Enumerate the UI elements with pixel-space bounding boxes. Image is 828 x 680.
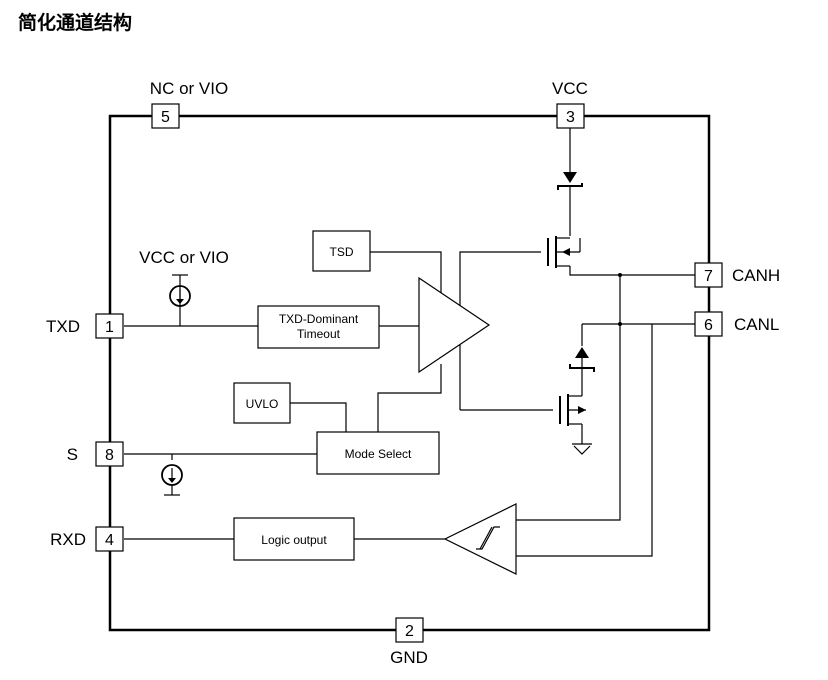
canl-diode-icon <box>569 347 595 372</box>
page-title: 简化通道结构 <box>18 12 133 34</box>
txd-timeout-label-2: Timeout <box>297 327 341 341</box>
hysteresis-icon <box>476 526 500 550</box>
pin-1-box <box>95 313 124 339</box>
pin-3-number: 3 <box>566 109 575 126</box>
mode-select-block <box>316 431 440 475</box>
pin-8-label: S <box>67 445 78 464</box>
pin-5-box <box>151 103 180 129</box>
pin-2-number: 2 <box>405 623 414 640</box>
pin-8-box <box>95 441 124 467</box>
logic-output-block <box>233 517 355 561</box>
pin-1-label: TXD <box>46 317 80 336</box>
pin-5-number: 5 <box>161 109 170 126</box>
pin-8-number: 8 <box>105 447 114 464</box>
pin-1-number: 1 <box>105 319 114 336</box>
txd-timeout-block <box>257 305 380 349</box>
ground-icon <box>572 443 592 455</box>
tsd-label: TSD <box>330 245 354 259</box>
receiver-comparator <box>443 503 517 575</box>
nmos-arrow-icon <box>578 406 586 414</box>
pin-7-label: CANH <box>732 266 780 285</box>
driver-amplifier <box>418 276 491 374</box>
pin-2-box <box>395 617 424 643</box>
pin-5-label: NC or VIO <box>150 79 228 98</box>
pin-7-number: 7 <box>704 268 713 285</box>
txd-timeout-label-1: TXD-Dominant <box>279 312 359 326</box>
pmos-arrow-icon <box>562 248 570 256</box>
pin-4-number: 4 <box>105 532 114 549</box>
pin-6-box <box>694 311 723 337</box>
pin-6-number: 6 <box>704 317 713 334</box>
mode-select-label: Mode Select <box>345 447 412 461</box>
logic-output-label: Logic output <box>261 533 327 547</box>
tsd-block <box>312 230 371 272</box>
uvlo-label: UVLO <box>246 397 279 411</box>
pin-3-box <box>556 103 585 129</box>
pin-4-label: RXD <box>50 530 86 549</box>
pin-6-label: CANL <box>734 315 779 334</box>
pin-3-label: VCC <box>552 79 588 98</box>
pin-7-box <box>694 262 723 288</box>
vcc-diode-icon <box>557 172 583 194</box>
uvlo-block <box>233 382 291 424</box>
pin-4-box <box>95 526 124 552</box>
pin-2-label: GND <box>390 648 428 667</box>
chip-outline <box>108 114 711 632</box>
supply-label: VCC or VIO <box>139 248 229 267</box>
